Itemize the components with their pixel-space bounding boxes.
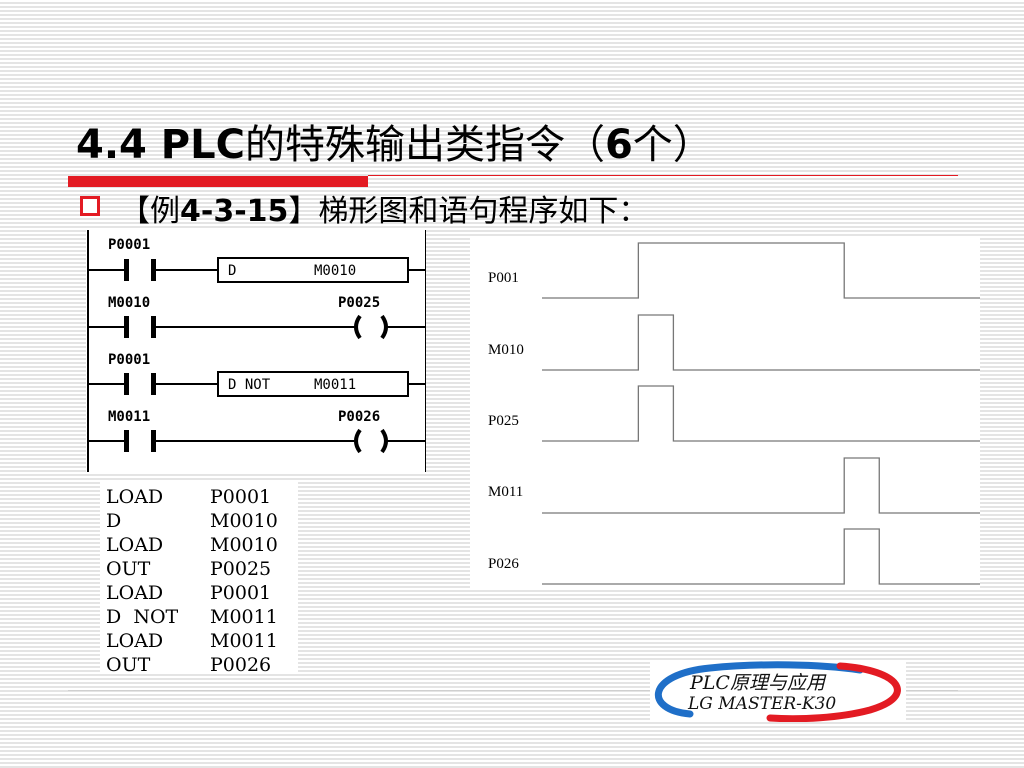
stl-arg: P0001	[210, 486, 272, 508]
bullet-open: 【例	[120, 194, 180, 229]
stl-op: LOAD	[106, 630, 164, 652]
function-arg: M0011	[314, 377, 356, 393]
signal-label: P026	[488, 556, 519, 572]
waveform-m011	[542, 457, 980, 514]
title-prefix: 4.4 PLC	[76, 122, 245, 168]
ladder-diagram: P0001 D M0010 M0010 P0025 P0001	[86, 230, 427, 472]
square-bullet-icon	[80, 196, 100, 216]
contact-label: P0001	[108, 237, 150, 253]
statement-list: LOAD P0001 D M0010 LOAD M0010 OUT P0025 LOAD…	[100, 482, 298, 676]
course-logo: PLC原理与应用 LG MASTER-K30	[650, 660, 906, 722]
contact-left-bar	[124, 259, 129, 281]
footer-rule	[68, 690, 958, 691]
ladder-rung-3: P0001 D NOT M0011	[88, 352, 426, 397]
title-underline-bar	[68, 176, 368, 187]
stl-op: D	[106, 510, 122, 532]
stl-arg: M0010	[210, 534, 278, 556]
bullet-close: 】	[288, 194, 319, 229]
contact-label: P0001	[108, 352, 150, 368]
coil-icon	[354, 314, 362, 340]
coil-label: P0026	[338, 409, 380, 425]
waveform-p026	[542, 528, 980, 585]
signal-label: P025	[488, 413, 519, 429]
timing-waveforms	[542, 242, 980, 585]
logo-title: PLC原理与应用	[690, 672, 825, 694]
stl-arg: M0010	[210, 510, 278, 532]
stl-op: OUT	[106, 558, 151, 580]
stl-arg: M0011	[210, 606, 278, 628]
stl-op: LOAD	[106, 486, 164, 508]
ladder-svg: P0001 D M0010 M0010 P0025 P0001	[87, 230, 427, 472]
stl-arg: P0026	[210, 654, 272, 676]
contact-label: M0011	[108, 409, 150, 425]
stl-op: OUT	[106, 654, 151, 676]
stl-op: D NOT	[106, 606, 179, 628]
logo-ring-icon	[654, 661, 901, 722]
signal-label: P001	[488, 270, 519, 286]
title-suffix: 个）	[632, 122, 713, 168]
waveform-p025	[542, 385, 980, 442]
timing-diagram: P001 M010 P025 M011 P026	[470, 236, 980, 590]
coil-label: P0025	[338, 295, 380, 311]
waveform-m010	[542, 314, 980, 371]
contact-label: M0010	[108, 295, 150, 311]
function-box	[217, 257, 409, 283]
waveform-p001	[542, 242, 980, 299]
stl-op: LOAD	[106, 534, 164, 556]
title-count: 6	[604, 122, 633, 168]
function-op: D NOT	[228, 377, 271, 393]
bullet-text: 【例4-3-15】梯形图和语句程序如下：	[120, 186, 648, 230]
title-underline-line	[368, 175, 958, 176]
logo-subtitle: LG MASTER-K30	[688, 694, 837, 714]
coil-icon	[354, 428, 362, 454]
bullet-example-no: 4-3-15	[180, 194, 289, 229]
ladder-rung-1: P0001 D M0010	[88, 237, 426, 283]
title-main: 的特殊输出类指令（	[244, 122, 605, 168]
stl-arg: P0025	[210, 558, 272, 580]
function-arg: M0010	[314, 263, 356, 279]
slide-title: 4.4 PLC的特殊输出类指令（6个）	[76, 112, 713, 170]
stl-arg: P0001	[210, 582, 272, 604]
contact-right-bar	[151, 259, 156, 281]
stl-op: LOAD	[106, 582, 164, 604]
signal-label: M011	[488, 484, 524, 500]
function-op: D	[228, 263, 236, 279]
ladder-rung-4: M0011 P0026	[88, 409, 426, 454]
stl-arg: M0011	[210, 630, 278, 652]
bullet-body: 梯形图和语句程序如下：	[318, 194, 649, 229]
ladder-rung-2: M0010 P0025	[88, 295, 426, 340]
signal-label: M010	[488, 342, 524, 358]
